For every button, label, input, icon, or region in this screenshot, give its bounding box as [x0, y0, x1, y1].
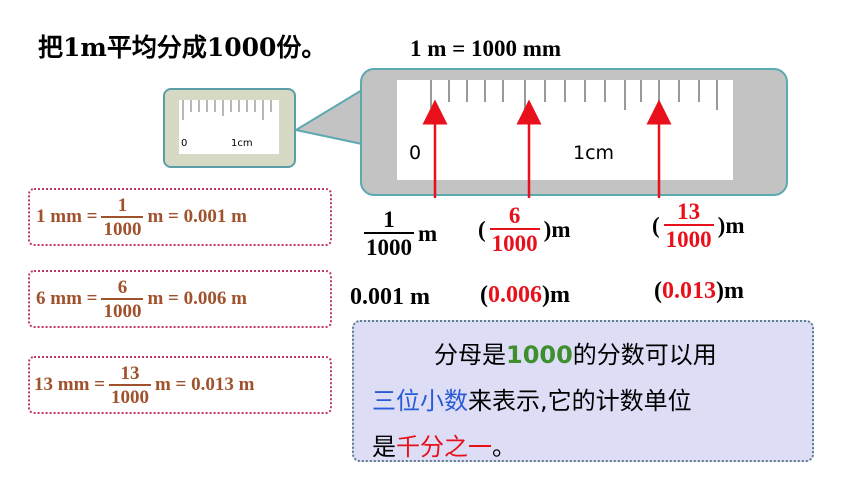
fraction-answer: 13 1000: [663, 199, 714, 251]
thumbnail-zero-label: 0: [181, 138, 188, 149]
unit-label: m: [725, 212, 745, 238]
conversion-fraction: 13 1000: [108, 362, 151, 407]
fraction-numerator: 1: [117, 194, 128, 216]
fraction-denominator: 1000: [663, 224, 714, 251]
unit-label: m: [418, 220, 438, 246]
summary-line-3: 是千分之一。: [372, 424, 798, 470]
fraction-numerator: 1: [383, 207, 395, 232]
open-paren: (: [480, 282, 488, 308]
conversion-rhs: m = 0.001 m: [147, 206, 247, 227]
open-paren: (: [654, 278, 662, 304]
summary-text: 分母是: [434, 341, 506, 369]
fraction-denominator: 1000: [364, 232, 414, 259]
conversion-lhs: 6 mm =: [36, 288, 98, 309]
decimal-item-2: ( 0.006 ) m: [480, 282, 570, 309]
summary-line-2: 三位小数来表示,它的计数单位: [372, 378, 798, 424]
decimal-item-1: 0.001 m: [350, 284, 430, 311]
thumbnail-cm-label: 1cm: [231, 138, 253, 149]
fraction-numerator: 6: [117, 276, 128, 298]
fraction-item-1: 1 1000 m: [360, 208, 437, 259]
callout-pointer: [294, 88, 364, 146]
fraction: 1 1000: [364, 208, 414, 259]
decimal-answer: 0.006: [488, 282, 542, 308]
open-paren: (: [478, 216, 486, 242]
conversion-rhs: m = 0.013 m: [154, 374, 255, 395]
conversion-lhs: 13 mm =: [34, 374, 105, 395]
close-paren: ): [542, 282, 550, 308]
conversion-13mm: 13 mm = 13 1000 m = 0.013 m: [28, 356, 332, 414]
decimal-value: 0.001: [350, 284, 404, 310]
summary-text: 是: [372, 433, 396, 461]
summary-highlight-denominator: 1000: [506, 341, 573, 369]
close-paren: ): [543, 216, 552, 242]
summary-line-1: 分母是1000的分数可以用: [372, 332, 798, 378]
summary-highlight-unit: 千分之一: [396, 433, 492, 461]
summary-box: 分母是1000的分数可以用 三位小数来表示,它的计数单位 是千分之一。: [352, 320, 814, 462]
fraction-numerator: 13: [677, 199, 701, 224]
summary-highlight-decimal: 三位小数: [372, 387, 468, 415]
close-paren: ): [717, 212, 726, 238]
summary-text: 的分数可以用: [572, 341, 717, 369]
conversion-6mm: 6 mm = 6 1000 m = 0.006 m: [28, 270, 332, 328]
page-title: 把1m平均分成1000份。: [38, 33, 327, 62]
unit-label: m: [724, 278, 744, 304]
decimal-item-3: ( 0.013 ) m: [654, 278, 744, 305]
conversion-1mm: 1 mm = 1 1000 m = 0.001 m: [28, 188, 332, 246]
thumbnail-ruler-ticks: [182, 100, 272, 120]
fraction-denominator: 1000: [101, 215, 144, 239]
conversion-lhs: 1 mm =: [36, 206, 98, 227]
conversion-fraction: 1 1000: [101, 194, 144, 239]
fraction-denominator: 1000: [489, 228, 540, 255]
ruler-ticks: [430, 80, 718, 110]
conversion-rhs: m = 0.006 m: [147, 288, 247, 309]
fraction-answer: 6 1000: [489, 203, 540, 255]
fraction-numerator: 13: [120, 362, 140, 384]
fraction-item-2: ( 6 1000 ) m: [478, 204, 571, 255]
summary-text: 来表示,它的计数单位: [468, 387, 692, 415]
close-paren: ): [716, 278, 724, 304]
fraction-numerator: 6: [508, 203, 521, 228]
unit-label: m: [550, 282, 570, 308]
unit-label: m: [551, 216, 571, 242]
ruler-zero-label: 0: [409, 142, 422, 164]
fraction-item-3: ( 13 1000 ) m: [652, 200, 745, 251]
conversion-fraction: 6 1000: [101, 276, 144, 321]
fraction-denominator: 1000: [108, 383, 151, 407]
fraction-denominator: 1000: [101, 297, 144, 321]
thumbnail-ruler-face: 0 1cm: [179, 100, 279, 154]
unit-equation: 1 m = 1000 mm: [410, 36, 562, 61]
decimal-answer: 0.013: [662, 278, 716, 304]
unit-label: m: [410, 284, 430, 310]
magnified-ruler: 0 1cm: [397, 80, 733, 180]
ruler-cm-label: 1cm: [573, 142, 615, 164]
open-paren: (: [652, 212, 660, 238]
summary-text: 。: [492, 433, 516, 461]
ruler-thumbnail: 0 1cm: [163, 88, 296, 168]
